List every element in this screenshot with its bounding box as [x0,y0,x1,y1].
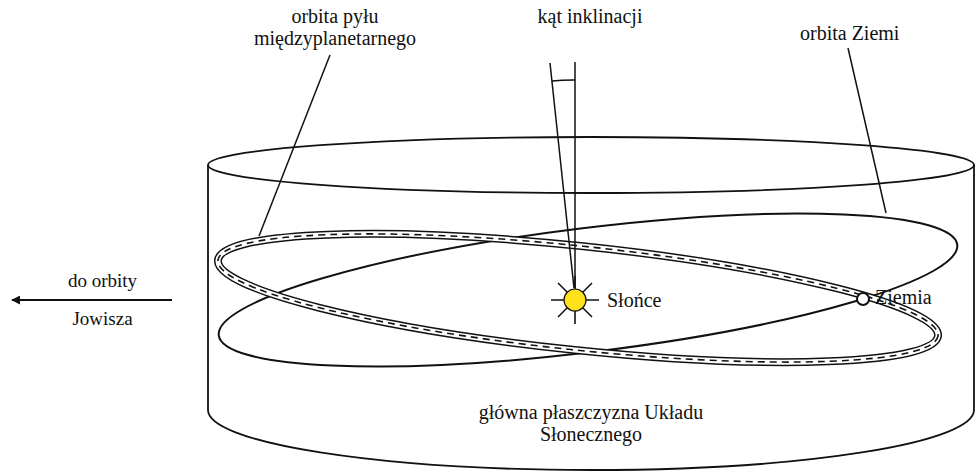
orbit-label: orbita Ziemi [800,22,899,44]
dust-orbit-outer [213,208,944,387]
orbit-label: orbita pyłu międzyplanetarnego [240,5,430,49]
sun-disc [564,289,586,311]
sun-ray [558,283,592,317]
inclination-line [574,62,576,288]
earth-orbit [211,183,965,397]
inclination-arc [552,80,575,81]
cylinder-side [207,165,209,410]
cylinder-side [973,165,975,410]
direction-label: do orbity Jowisza [40,262,165,338]
cylinder-top [208,137,974,193]
dust-orbit-gap [213,208,944,387]
direction-arrow [12,299,172,301]
plane-label: główna płaszczyzna Układu Słonecznego [441,401,741,445]
angle-label: kąt inklinacji [535,5,645,27]
earth-symbol [857,293,869,305]
leader-line [259,55,330,236]
dust-orbit-dashes [213,208,944,387]
body-label: Ziemia [875,286,932,308]
sun-symbol [551,276,599,324]
body-label: Słońce [607,289,661,311]
leader-line [848,48,886,213]
dust-orbit [213,208,944,387]
sun-ray [558,283,592,317]
inclination-line [550,63,574,288]
